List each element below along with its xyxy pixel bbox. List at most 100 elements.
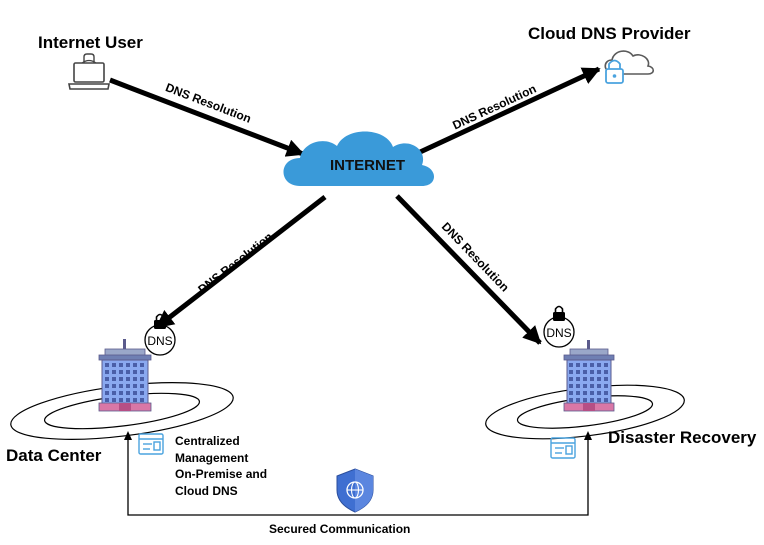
building-window — [590, 398, 594, 402]
building-window — [569, 398, 573, 402]
building-window — [583, 391, 587, 395]
building-window — [590, 377, 594, 381]
edge-internet-to-datacenter — [155, 195, 327, 329]
building-window — [112, 370, 116, 374]
building-window — [576, 384, 580, 388]
datacenter-building-icon — [98, 339, 152, 412]
building-window — [140, 391, 144, 395]
laptop-icon — [68, 53, 110, 90]
building-window — [597, 377, 601, 381]
secured-link-arrow-left — [124, 431, 132, 440]
management-line-4: Cloud DNS — [175, 483, 238, 498]
building-window — [576, 377, 580, 381]
building-window — [590, 363, 594, 367]
building-window — [112, 377, 116, 381]
building-window — [105, 391, 109, 395]
building-window — [126, 377, 130, 381]
building-window — [604, 363, 608, 367]
browser-window-icon-left — [138, 433, 164, 455]
building-window — [126, 391, 130, 395]
building-window — [105, 398, 109, 402]
dns-badge-label-left: DNS — [147, 334, 172, 348]
building-window — [576, 391, 580, 395]
building-window — [112, 384, 116, 388]
building-window — [590, 370, 594, 374]
building-window — [597, 384, 601, 388]
shield-globe-icon — [336, 468, 374, 513]
building-window — [583, 363, 587, 367]
building-window — [569, 370, 573, 374]
building-window — [583, 398, 587, 402]
secured-communication-link — [127, 437, 589, 516]
building-window — [126, 398, 130, 402]
building-window — [604, 398, 608, 402]
building-window — [604, 370, 608, 374]
management-line-2: Management — [175, 450, 249, 465]
building-window — [597, 391, 601, 395]
building-window — [126, 363, 130, 367]
building-window — [140, 363, 144, 367]
building-window — [569, 391, 573, 395]
building-window — [583, 370, 587, 374]
management-text: Centralized Management On-Premise and Cl… — [175, 433, 267, 499]
edge-internet-to-provider — [416, 66, 601, 156]
building-window — [105, 363, 109, 367]
building-window — [604, 377, 608, 381]
building-window — [133, 391, 137, 395]
building-window — [133, 377, 137, 381]
building-window — [576, 370, 580, 374]
building-window — [126, 384, 130, 388]
building-window — [133, 370, 137, 374]
building-window — [583, 377, 587, 381]
building-window — [126, 370, 130, 374]
management-line-3: On-Premise and — [175, 467, 268, 481]
building-window — [133, 398, 137, 402]
dr-building-icon — [563, 340, 615, 412]
edge-internet-to-dr — [395, 194, 542, 345]
edge-user-to-internet — [109, 77, 305, 157]
management-line-1: Centralized — [175, 434, 240, 448]
building-window — [119, 363, 123, 367]
browser-window-icon-right — [550, 437, 576, 459]
building-window — [133, 384, 137, 388]
secured-communication-label: Secured Communication — [269, 522, 411, 536]
cloud-dns-provider-label: Cloud DNS Provider — [528, 24, 691, 43]
building-window — [590, 391, 594, 395]
building-window — [576, 363, 580, 367]
building-window — [597, 398, 601, 402]
building-window — [140, 370, 144, 374]
building-window — [119, 370, 123, 374]
disaster-recovery-label: Disaster Recovery — [608, 428, 757, 447]
building-window — [119, 398, 123, 402]
building-window — [112, 398, 116, 402]
secured-link-arrow-right — [584, 431, 592, 440]
building-window — [569, 384, 573, 388]
building-window — [140, 377, 144, 381]
building-window — [140, 398, 144, 402]
internet-user-label: Internet User — [38, 33, 143, 52]
building-window — [119, 391, 123, 395]
building-window — [590, 384, 594, 388]
building-window — [569, 377, 573, 381]
building-window — [576, 398, 580, 402]
dns-lock-icon-right: DNS — [543, 305, 575, 348]
building-window — [119, 384, 123, 388]
building-window — [112, 363, 116, 367]
data-center-label: Data Center — [6, 446, 102, 465]
building-window — [140, 384, 144, 388]
building-window — [105, 370, 109, 374]
building-window — [112, 391, 116, 395]
internet-cloud-icon — [283, 131, 434, 186]
building-window — [569, 363, 573, 367]
building-window — [133, 363, 137, 367]
building-window — [604, 384, 608, 388]
building-window — [597, 363, 601, 367]
dns-badge-label-right: DNS — [546, 326, 571, 340]
cloud-lock-icon — [604, 50, 655, 84]
building-window — [119, 377, 123, 381]
building-window — [105, 384, 109, 388]
dns-lock-icon-left: DNS — [144, 313, 176, 356]
building-window — [105, 377, 109, 381]
building-window — [604, 391, 608, 395]
